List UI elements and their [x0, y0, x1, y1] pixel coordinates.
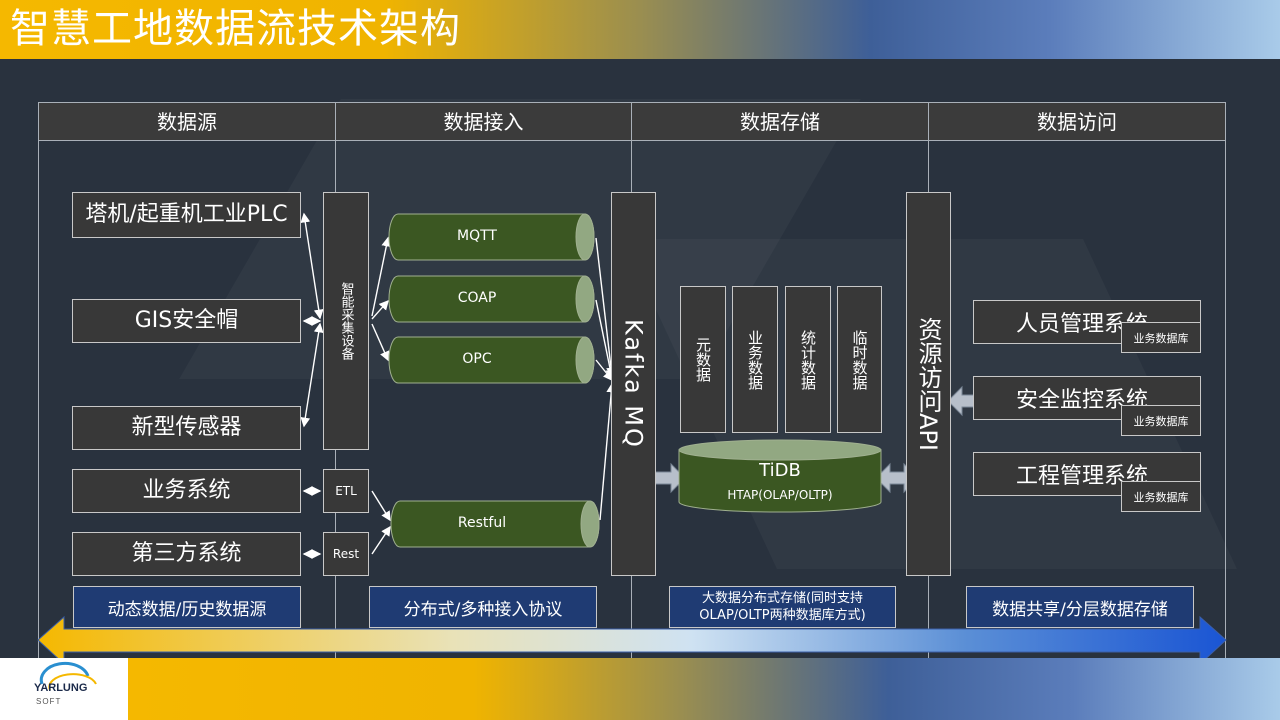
caption-source: 动态数据/历史数据源 — [73, 586, 301, 628]
pipe-label-opc: OPC — [462, 351, 492, 367]
logo-swoosh-icon — [39, 661, 90, 685]
db-tag-safety: 业务数据库 — [1121, 405, 1201, 436]
column-header-access: 数据访问 — [929, 103, 1225, 141]
source-plc: 塔机/起重机工业PLC — [72, 192, 301, 238]
arrow-etl-restful — [371, 490, 391, 522]
resource-access-api: 资源访问API — [906, 192, 951, 576]
page-title: 智慧工地数据流技术架构 — [10, 6, 461, 52]
source-gis-helmet: GIS安全帽 — [72, 299, 301, 343]
pipe-label-coap: COAP — [457, 290, 497, 306]
pipe-restful — [390, 500, 600, 548]
column-header-source: 数据源 — [39, 103, 335, 141]
tidb-name: TiDB — [759, 460, 801, 481]
arrow-rest-restful — [371, 525, 391, 555]
timeline-arrow — [37, 615, 1227, 666]
db-tag-personnel: 业务数据库 — [1121, 322, 1201, 353]
pipe-mqtt — [388, 213, 595, 261]
rest-box: Rest — [323, 532, 369, 576]
arrow-mqtt-kafka — [595, 237, 616, 378]
arrow-collector-coap — [371, 299, 389, 320]
logo-name: YARLUNG — [34, 682, 88, 694]
pipe-coap — [388, 275, 595, 323]
arrow-coap-kafka — [595, 299, 616, 380]
logo-swoosh-icon — [48, 673, 97, 691]
caption-storage: 大数据分布式存储(同时支持OLAP/OLTP两种数据库方式) — [669, 586, 896, 628]
arrow-sensor-collector — [300, 322, 324, 428]
source-third-party: 第三方系统 — [72, 532, 301, 576]
caption-access: 数据共享/分层数据存储 — [966, 586, 1194, 628]
meta-box-metadata: 元数据 — [680, 286, 726, 433]
footer-bar — [128, 658, 1280, 720]
title-bar — [0, 0, 1280, 59]
db-tag-engineering: 业务数据库 — [1121, 481, 1201, 512]
arrow-collector-opc — [371, 323, 390, 362]
arrow-plc-collector — [300, 212, 324, 320]
kafka-mq: Kafka MQ — [611, 192, 656, 576]
arrow-collector-mqtt — [371, 236, 392, 317]
pipe-opc — [388, 336, 595, 384]
column-header-storage: 数据存储 — [632, 103, 928, 141]
logo-area — [0, 658, 128, 720]
tidb-cylinder — [678, 439, 882, 513]
pipe-label-restful: Restful — [457, 515, 507, 531]
source-business-system: 业务系统 — [72, 469, 301, 513]
caption-ingest: 分布式/多种接入协议 — [369, 586, 597, 628]
meta-box-business: 业务数据 — [732, 286, 778, 433]
pipe-label-mqtt: MQTT — [457, 228, 497, 244]
system-engineering: 工程管理系统 — [973, 452, 1201, 496]
etl-box: ETL — [323, 469, 369, 513]
smart-collector: 智能采集设备 — [323, 192, 369, 450]
meta-box-temporary: 临时数据 — [837, 286, 882, 433]
source-sensor: 新型传感器 — [72, 406, 301, 450]
arrow-restful-kafka — [599, 382, 617, 521]
meta-box-statistics: 统计数据 — [785, 286, 831, 433]
logo-sub: SOFT — [36, 697, 62, 706]
arrow-opc-kafka — [595, 359, 613, 382]
column-header-ingest: 数据接入 — [336, 103, 631, 141]
tidb-sub: HTAP(OLAP/OLTP) — [727, 488, 833, 502]
